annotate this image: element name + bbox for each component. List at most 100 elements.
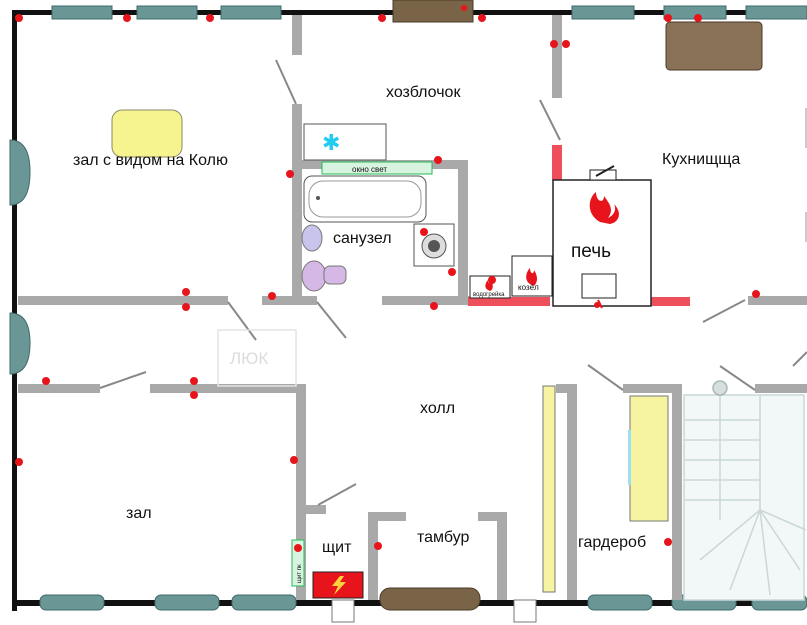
wall-segment: [552, 15, 562, 98]
socket: [206, 14, 214, 22]
wall-segment: [623, 384, 681, 393]
door-swing: [99, 371, 147, 389]
toilet-tank: [323, 265, 347, 285]
door-swing: [702, 299, 746, 323]
socket: [488, 276, 496, 284]
wall-segment: [458, 160, 468, 305]
heater: [468, 297, 550, 306]
wall-segment: [296, 384, 306, 600]
room-label-kitchen: Кухнищща: [662, 151, 740, 168]
socket: [190, 391, 198, 399]
chimney-pipe: [595, 165, 615, 177]
socket: [461, 5, 467, 11]
room-label-utility: хозблочок: [386, 84, 461, 101]
windows-top: [51, 5, 807, 20]
room-label-vestibule: тамбур: [417, 529, 470, 546]
door-swing: [275, 59, 297, 105]
room-label-panel: щит: [322, 539, 352, 556]
stair-post: [712, 380, 728, 396]
wall-segment: [567, 384, 577, 600]
outlet-box: [331, 599, 355, 623]
door-swing: [792, 351, 807, 367]
socket: [15, 14, 23, 22]
wall-segment: [556, 384, 576, 393]
bath-window-strip: [321, 161, 433, 175]
stair-winder: [699, 509, 807, 596]
socket: [478, 14, 486, 22]
room-label-bathroom: санузел: [333, 230, 392, 247]
snowflake-icon: ✱: [322, 130, 340, 155]
door-swing: [587, 364, 624, 391]
door-swing: [719, 365, 756, 391]
washer-door: [428, 240, 440, 252]
staircase: [683, 380, 807, 601]
socket: [430, 302, 438, 310]
fridge-edge: [805, 108, 807, 148]
socket: [694, 14, 702, 22]
door-swings: [99, 59, 807, 506]
socket: [290, 456, 298, 464]
stove-chimney: [589, 169, 617, 181]
room-label-wardrobe: гардероб: [578, 534, 646, 551]
socket: [294, 544, 302, 552]
door-swing: [317, 483, 357, 506]
window: [9, 139, 31, 206]
door-swing: [227, 301, 257, 341]
socket: [182, 303, 190, 311]
wall-segment: [497, 512, 507, 600]
socket: [752, 290, 760, 298]
room-label-hall-view: зал с видом на Колю: [73, 152, 228, 169]
shower-box: [303, 123, 387, 161]
firebox-label: водогрейка: [473, 291, 505, 298]
socket: [374, 542, 382, 550]
wall-segment: [755, 384, 807, 393]
socket: [550, 40, 558, 48]
wall-segment: [368, 512, 378, 600]
window: [571, 5, 635, 20]
window: [587, 594, 653, 611]
window: [220, 5, 282, 20]
wall-segment: [382, 296, 472, 305]
socket: [286, 170, 294, 178]
sockets: [15, 5, 760, 552]
door-swing: [539, 99, 561, 141]
windows-left: [9, 139, 31, 375]
back-door[interactable]: [392, 0, 474, 23]
flame-icon: [589, 192, 619, 224]
socket: [123, 14, 131, 22]
toilet: [301, 260, 327, 292]
wall-segment: [18, 384, 100, 393]
hatch-label: ЛЮК: [230, 349, 268, 368]
socket: [420, 228, 428, 236]
socket: [42, 377, 50, 385]
window: [39, 594, 105, 611]
front-door[interactable]: [379, 587, 481, 611]
wall-segment: [368, 512, 406, 521]
wall-segment: [18, 296, 228, 305]
wall-segment: [262, 296, 317, 305]
heater: [552, 145, 562, 180]
lightning-icon: [332, 576, 346, 595]
heaters: [468, 145, 690, 306]
heater: [650, 297, 690, 306]
room-label-living: зал: [126, 505, 152, 522]
socket: [378, 14, 386, 22]
wall-segment: [748, 296, 807, 305]
window: [136, 5, 198, 20]
wardrobe-cabinet: [629, 395, 669, 522]
window: [231, 594, 297, 611]
sink: [301, 224, 323, 252]
socket: [664, 538, 672, 546]
wall-segment: [306, 505, 326, 514]
hatch-frame: [217, 329, 297, 387]
kitchen-table: [665, 21, 763, 71]
stove-door: [581, 273, 617, 299]
stove-vent: [597, 299, 603, 309]
door-swing: [316, 301, 347, 339]
socket: [268, 292, 276, 300]
wardrobe-shelf: [542, 385, 556, 593]
panel-box: [291, 539, 305, 587]
wall-segment: [478, 512, 506, 521]
